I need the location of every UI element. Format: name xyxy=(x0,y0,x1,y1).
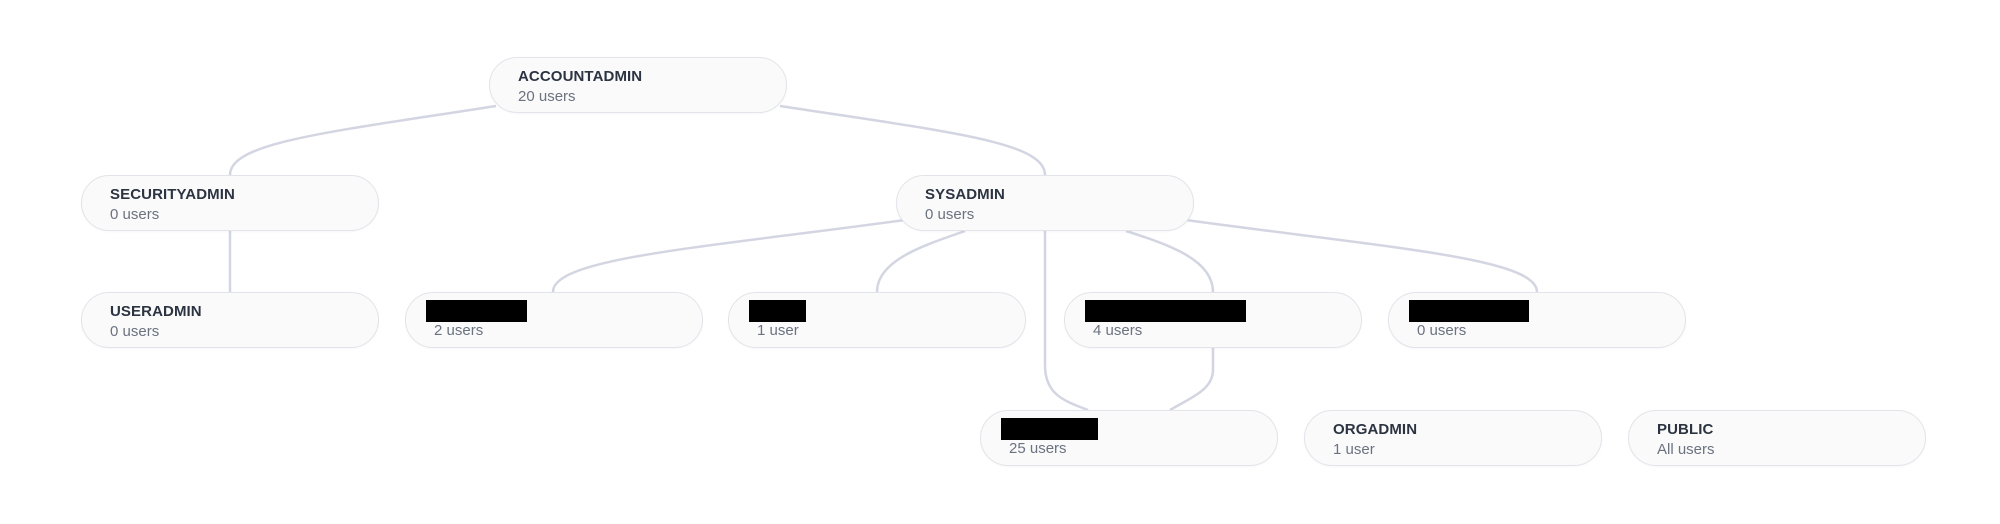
role-node-redacted-2[interactable]: 1 user xyxy=(728,292,1026,348)
role-user-count: 0 users xyxy=(110,206,160,223)
role-node-orgadmin[interactable]: ORGADMIN 1 user xyxy=(1304,410,1602,466)
role-node-securityadmin[interactable]: SECURITYADMIN 0 users xyxy=(81,175,379,231)
role-user-count: 20 users xyxy=(518,88,576,105)
role-user-count: 1 user xyxy=(1333,441,1375,458)
role-node-accountadmin[interactable]: ACCOUNTADMIN 20 users xyxy=(489,57,787,113)
role-user-count: 2 users xyxy=(434,322,484,339)
role-name: SECURITYADMIN xyxy=(110,186,235,203)
role-user-count: 0 users xyxy=(110,323,160,340)
role-user-count: 4 users xyxy=(1093,322,1143,339)
edge-sysadmin-role-3 xyxy=(1125,229,1215,293)
role-node-redacted-3[interactable]: 4 users xyxy=(1064,292,1362,348)
role-node-public[interactable]: PUBLIC All users xyxy=(1628,410,1926,466)
role-name: ACCOUNTADMIN xyxy=(518,68,643,85)
edge-sysadmin-role-5 xyxy=(1043,231,1089,412)
role-name: USERADMIN xyxy=(110,303,202,320)
role-node-redacted-5[interactable]: 25 users xyxy=(980,410,1278,466)
role-user-count: 0 users xyxy=(1417,322,1467,339)
role-user-count: 25 users xyxy=(1009,440,1067,457)
redacted-role-name xyxy=(1409,300,1529,322)
redacted-role-name xyxy=(749,300,806,322)
edge-accountadmin-sysadmin xyxy=(779,104,1047,176)
role-name: SYSADMIN xyxy=(925,186,1005,203)
edge-role-3-role-5 xyxy=(1169,348,1215,412)
role-name: PUBLIC xyxy=(1657,421,1714,438)
role-user-count: 1 user xyxy=(757,322,799,339)
role-name: ORGADMIN xyxy=(1333,421,1418,438)
redacted-role-name xyxy=(426,300,527,322)
role-user-count: All users xyxy=(1657,441,1715,458)
redacted-role-name xyxy=(1085,300,1246,322)
redacted-role-name xyxy=(1001,418,1098,440)
role-node-redacted-1[interactable]: 2 users xyxy=(405,292,703,348)
role-user-count: 0 users xyxy=(925,206,975,223)
role-node-redacted-4[interactable]: 0 users xyxy=(1388,292,1686,348)
edge-sysadmin-role-4 xyxy=(1185,218,1539,293)
edge-sysadmin-role-2 xyxy=(875,229,966,293)
role-node-useradmin[interactable]: USERADMIN 0 users xyxy=(81,292,379,348)
role-node-sysadmin[interactable]: SYSADMIN 0 users xyxy=(896,175,1194,231)
edge-accountadmin-securityadmin xyxy=(228,104,497,176)
edge-sysadmin-role-1 xyxy=(551,218,906,293)
